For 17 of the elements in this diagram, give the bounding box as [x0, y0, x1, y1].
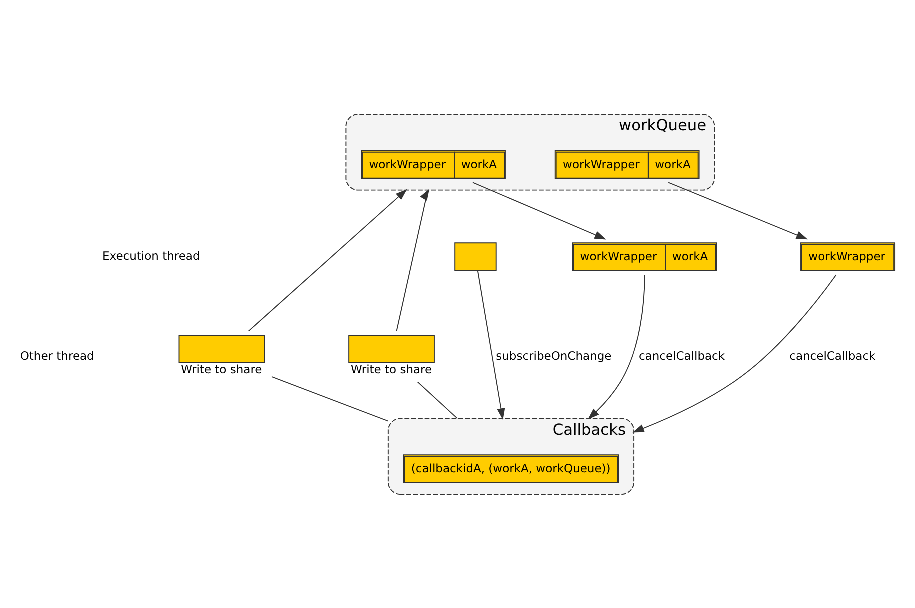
arrow	[248, 188, 408, 332]
node-label: Write to share	[350, 362, 432, 376]
edge-label: cancelCallback	[638, 348, 726, 362]
arrow	[472, 182, 606, 240]
connector	[271, 376, 389, 422]
arrow	[396, 188, 430, 332]
node-label: Write to share	[181, 362, 262, 376]
label: Other thread	[20, 348, 94, 362]
connector	[417, 381, 458, 419]
arrow	[477, 270, 506, 420]
edge-label: cancelCallback	[790, 348, 876, 362]
label: Execution thread	[102, 248, 200, 262]
arrow	[588, 274, 646, 420]
arrow	[632, 274, 837, 432]
arrow	[668, 182, 808, 240]
node-box	[454, 242, 497, 271]
edge-label: subscribeOnChange	[496, 348, 612, 362]
